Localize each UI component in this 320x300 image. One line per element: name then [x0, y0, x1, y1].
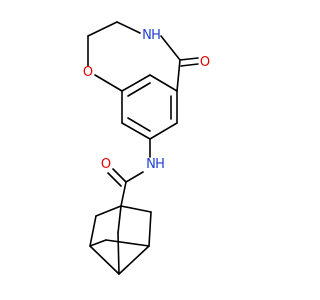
bond [95, 205, 122, 217]
bond [176, 59, 181, 92]
carbonyl-bond [107, 172, 122, 187]
bond [105, 239, 150, 247]
carbonyl-bond [112, 168, 127, 183]
bond [117, 232, 120, 275]
bond [148, 211, 152, 247]
bond [149, 74, 178, 92]
bond [121, 74, 151, 92]
double-bond-inner [127, 82, 151, 97]
ring-carbonyl-oxygen-label: O [200, 55, 210, 70]
bond [89, 215, 97, 247]
bond [160, 35, 181, 61]
ring-amide-nitrogen-label: N [142, 28, 152, 43]
linker-amide-hydrogen-label: H [155, 157, 165, 172]
bond [89, 239, 107, 247]
bond [125, 171, 144, 183]
linker-amide-nitrogen-label: N [146, 157, 156, 172]
bond [120, 181, 127, 207]
bond [94, 74, 123, 92]
bond [121, 122, 151, 140]
oxazepine-ring [87, 21, 199, 92]
ring-amide-hydrogen-label: H [151, 28, 161, 43]
carbonyl-bond [180, 63, 199, 67]
carbonyl-bond [179, 57, 199, 61]
double-bond-inner [127, 117, 151, 132]
bond [149, 122, 178, 140]
bond [87, 21, 118, 37]
adamantane-cage [89, 205, 152, 275]
amide-linker [107, 138, 151, 207]
bond [89, 245, 120, 275]
bond [116, 21, 141, 34]
structure-canvas: O N H O N H O [82, 21, 211, 275]
bond [120, 205, 152, 213]
bond [118, 245, 150, 275]
bond [117, 205, 122, 234]
benzene-ring [121, 74, 178, 140]
ring-oxygen-label: O [83, 65, 93, 80]
molecule-drawing: O N H O N H O [83, 21, 210, 275]
linker-carbonyl-oxygen-label: O [101, 157, 111, 172]
